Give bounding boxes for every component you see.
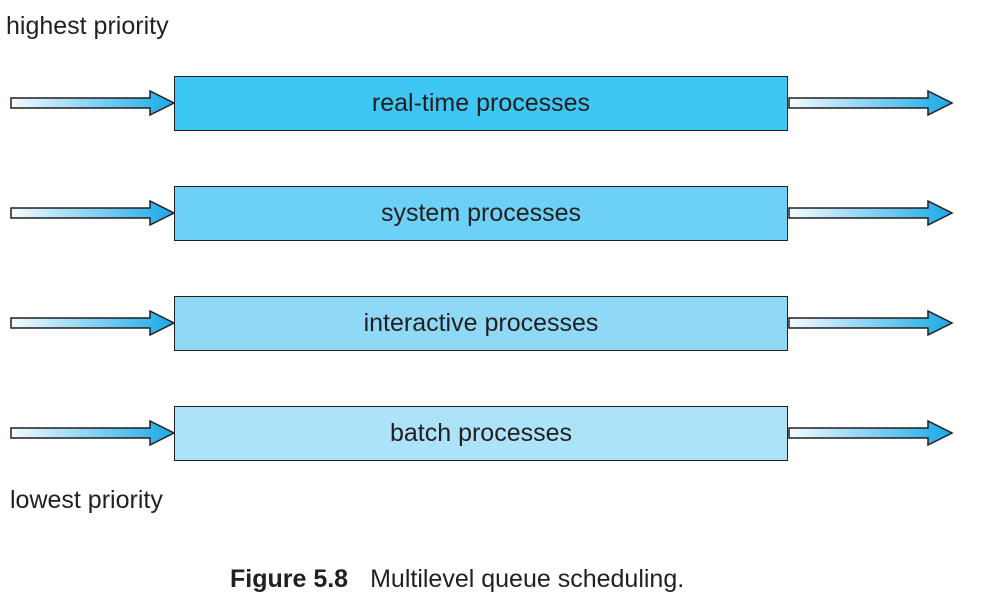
highest-priority-label: highest priority — [6, 12, 169, 40]
queue-label: interactive processes — [363, 309, 599, 337]
queue-batch: batch processes — [0, 405, 983, 465]
lowest-priority-label: lowest priority — [10, 486, 163, 514]
queue-box: interactive processes — [174, 296, 788, 351]
queue-box: real-time processes — [174, 76, 788, 131]
queue-system: system processes — [0, 185, 983, 245]
figure-number: Figure 5.8 — [230, 565, 349, 593]
queue-box: batch processes — [174, 406, 788, 461]
output-arrow-icon — [788, 310, 954, 336]
output-arrow-icon — [788, 200, 954, 226]
input-arrow-icon — [10, 310, 176, 336]
queue-label: batch processes — [389, 419, 573, 447]
input-arrow-icon — [10, 420, 176, 446]
queue-interactive: interactive processes — [0, 295, 983, 355]
queue-real-time: real-time processes — [0, 75, 983, 135]
queue-label: system processes — [380, 199, 582, 227]
input-arrow-icon — [10, 90, 176, 116]
queue-label: real-time processes — [371, 89, 591, 117]
input-arrow-icon — [10, 200, 176, 226]
figure-caption: Figure 5.8 Multilevel queue scheduling. — [230, 563, 684, 595]
output-arrow-icon — [788, 420, 954, 446]
queue-box: system processes — [174, 186, 788, 241]
figure-caption-text: Multilevel queue scheduling. — [370, 565, 685, 593]
output-arrow-icon — [788, 90, 954, 116]
